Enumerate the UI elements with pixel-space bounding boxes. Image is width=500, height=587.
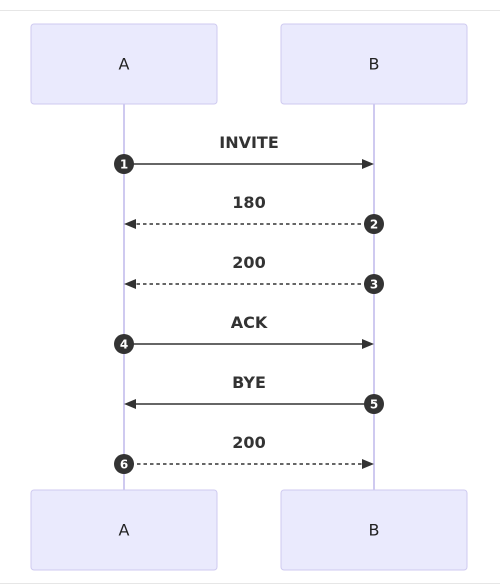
frame-top-border <box>0 10 500 11</box>
sequence-number-badge: 2 <box>364 214 384 234</box>
frame-bottom-border <box>0 583 500 584</box>
sequence-number-badge: 1 <box>114 154 134 174</box>
message-1: INVITE 1 <box>114 133 374 174</box>
sequence-number-badge: 5 <box>364 394 384 414</box>
actor-box <box>280 23 468 105</box>
actor-a-top: A <box>30 23 218 105</box>
arrowhead-icon <box>362 459 374 469</box>
badge-circle <box>114 154 134 174</box>
arrowhead-icon <box>362 159 374 169</box>
badge-number: 6 <box>120 458 128 472</box>
actor-a-bottom: A <box>30 489 218 571</box>
sequence-number-badge: 4 <box>114 334 134 354</box>
badge-number: 1 <box>120 158 128 172</box>
message-label: 200 <box>232 433 265 452</box>
arrowhead-icon <box>362 339 374 349</box>
badge-number: 5 <box>370 398 378 412</box>
message-label: ACK <box>231 313 268 332</box>
actor-label: B <box>369 521 380 540</box>
badge-circle <box>364 274 384 294</box>
message-label: INVITE <box>219 133 279 152</box>
badge-circle <box>114 454 134 474</box>
badge-circle <box>364 214 384 234</box>
actor-label: A <box>119 521 130 540</box>
actor-b-bottom: B <box>280 489 468 571</box>
arrowhead-icon <box>124 399 136 409</box>
message-label: 200 <box>232 253 265 272</box>
actor-box <box>280 489 468 571</box>
actor-box <box>30 23 218 105</box>
actor-label: A <box>119 55 130 74</box>
message-4: ACK 4 <box>114 313 374 354</box>
message-5: BYE 5 <box>124 373 384 414</box>
sequence-number-badge: 6 <box>114 454 134 474</box>
badge-number: 3 <box>370 278 378 292</box>
badge-number: 2 <box>370 218 378 232</box>
sequence-number-badge: 3 <box>364 274 384 294</box>
actor-box <box>30 489 218 571</box>
actor-b-top: B <box>280 23 468 105</box>
badge-circle <box>364 394 384 414</box>
arrowhead-icon <box>124 279 136 289</box>
actor-label: B <box>369 55 380 74</box>
message-label: 180 <box>232 193 265 212</box>
badge-number: 4 <box>120 338 128 352</box>
arrowhead-icon <box>124 219 136 229</box>
message-label: BYE <box>232 373 266 392</box>
badge-circle <box>114 334 134 354</box>
